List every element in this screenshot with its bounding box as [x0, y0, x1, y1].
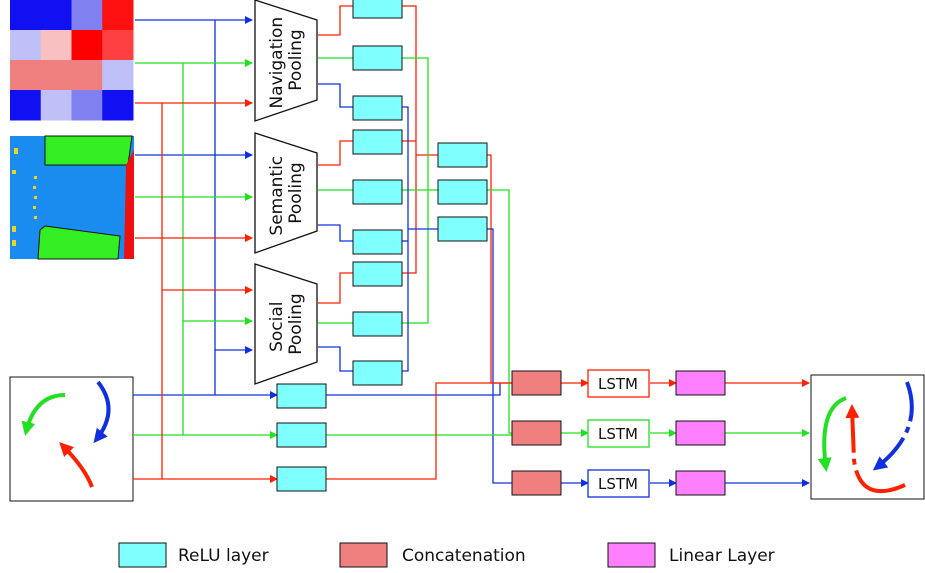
concat-box — [511, 370, 562, 396]
relu-box — [437, 142, 488, 168]
semantic-map-image — [10, 135, 134, 260]
navigation-pooling-label-2: Pooling — [286, 29, 306, 90]
heatmap-cell — [71, 30, 103, 61]
heatmap-cell — [71, 90, 103, 121]
relu-box — [437, 216, 488, 242]
heatmap-cell — [10, 0, 42, 31]
lstm-red: LSTM — [587, 369, 650, 398]
heatmap-cell — [71, 0, 103, 31]
legend-linear-swatch — [607, 542, 656, 568]
social-pooling-label-2: Pooling — [286, 293, 306, 354]
lstm-label: LSTM — [598, 375, 638, 393]
semantic-pooling-block: Semantic Pooling — [254, 132, 318, 254]
linear-box — [675, 370, 726, 396]
semantic-pooling-label-2: Pooling — [286, 162, 306, 223]
lstm-blue: LSTM — [587, 469, 650, 498]
legend-relu-label: ReLU layer — [178, 546, 269, 566]
legend: ReLU layer Concatenation Linear Layer — [118, 542, 775, 568]
relu-box — [352, 45, 403, 71]
relu-box — [352, 0, 403, 19]
legend-concat-swatch — [339, 542, 388, 568]
semantic-pooling-label-1: Semantic — [267, 156, 287, 236]
concat-box — [511, 470, 562, 496]
legend-linear-label: Linear Layer — [669, 546, 775, 566]
heatmap-cell — [102, 30, 134, 61]
svg-text:Navigation Pooling: Navigation Pooling — [267, 11, 306, 108]
relu-box — [352, 179, 403, 205]
heatmap-cell — [10, 30, 42, 61]
concatenation-layers — [511, 370, 562, 496]
relu-box — [276, 422, 327, 448]
social-pooling-block: Social Pooling — [254, 263, 318, 385]
relu-box — [352, 360, 403, 386]
social-pooling-label-1: Social — [267, 302, 287, 352]
heatmap-cell — [40, 90, 72, 121]
navigation-pooling-label-1: Navigation — [267, 17, 287, 109]
heatmap-cell — [102, 0, 134, 31]
lstm-label: LSTM — [598, 475, 638, 493]
heatmap-cell — [10, 60, 42, 91]
relu-box — [276, 466, 327, 492]
relu-box — [352, 229, 403, 255]
heatmap-cell — [102, 60, 134, 91]
concat-box — [511, 420, 562, 446]
lstm-label: LSTM — [598, 425, 638, 443]
svg-text:Social Pooling: Social Pooling — [267, 293, 306, 354]
heatmap-cell — [71, 60, 103, 91]
relu-layers — [276, 0, 488, 492]
heatmap-cell — [10, 90, 42, 121]
connection-wires — [133, 5, 810, 487]
legend-concat-label: Concatenation — [402, 546, 526, 566]
legend-relu-swatch — [118, 542, 167, 568]
relu-box — [352, 95, 403, 121]
navigation-heatmap-image — [10, 0, 134, 121]
relu-box — [437, 179, 488, 205]
linear-layers — [675, 370, 726, 496]
heatmap-cell — [102, 90, 134, 121]
heatmap-cell — [40, 60, 72, 91]
svg-text:Semantic Pooling: Semantic Pooling — [267, 150, 306, 235]
linear-box — [675, 470, 726, 496]
relu-box — [352, 129, 403, 155]
output-trajectories-box — [810, 374, 925, 500]
linear-box — [675, 420, 726, 446]
heatmap-cell — [40, 30, 72, 61]
relu-box — [276, 383, 327, 409]
relu-box — [352, 311, 403, 337]
relu-box — [352, 261, 403, 287]
input-trajectories-box — [9, 376, 134, 502]
navigation-pooling-block: Navigation Pooling — [254, 0, 318, 122]
lstm-green: LSTM — [587, 419, 650, 448]
heatmap-cell — [40, 0, 72, 31]
